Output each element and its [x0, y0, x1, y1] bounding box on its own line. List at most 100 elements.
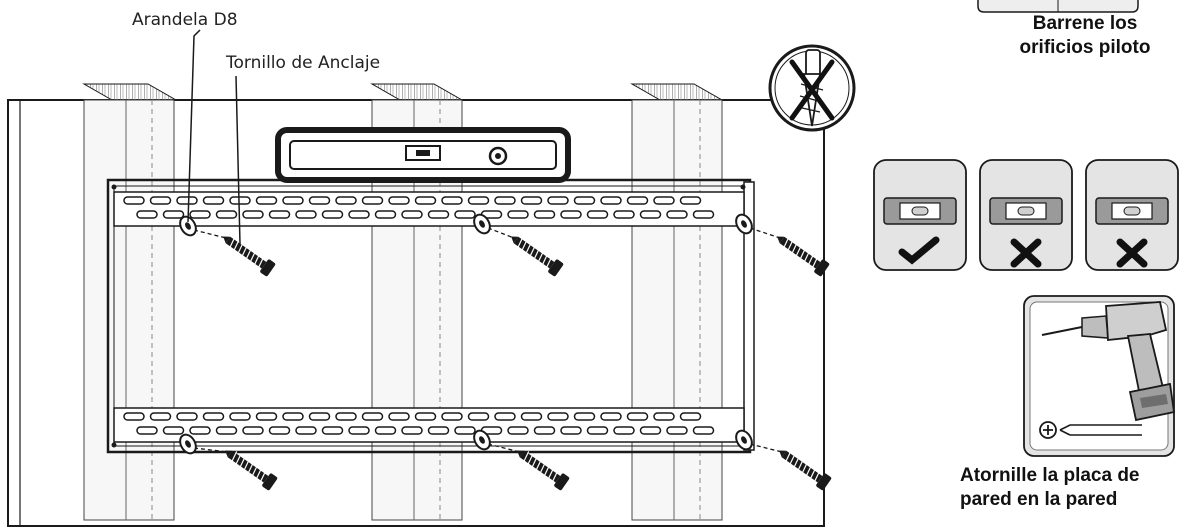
rail-slot — [308, 196, 331, 205]
check-icon — [898, 236, 940, 265]
rail-slot — [215, 426, 238, 435]
level-check-2 — [979, 159, 1073, 271]
anchor-screw-icon — [511, 236, 564, 277]
rail-slot — [573, 412, 596, 421]
rail-slot — [295, 210, 317, 219]
drill-icon — [1041, 301, 1176, 422]
anchor-screw-icon — [223, 236, 276, 277]
rail-slot — [679, 412, 702, 421]
rail-slot — [467, 412, 490, 421]
rail-slot — [454, 426, 476, 435]
anchor-screw-label: Tornillo de Anclaje — [226, 53, 381, 73]
rail-slot — [533, 426, 556, 435]
rail-slot — [162, 210, 185, 219]
rail-slot — [308, 412, 331, 421]
rail-slot — [149, 412, 172, 421]
rail-slot — [202, 412, 225, 421]
rail-slot — [666, 426, 688, 435]
rail-slot — [374, 426, 397, 435]
rail-slot — [335, 196, 357, 205]
rail-slot — [348, 210, 370, 219]
rail-slot — [215, 210, 238, 219]
rail-slot — [560, 210, 582, 219]
alignment-guide — [193, 229, 227, 239]
rail-slot — [692, 210, 715, 219]
rail-slot — [666, 210, 688, 219]
rail-slot — [494, 196, 516, 205]
rail-slot — [520, 196, 543, 205]
rail-slot — [427, 210, 450, 219]
alignment-guide — [749, 443, 783, 453]
rail-slot — [494, 412, 516, 421]
rail-slot — [295, 426, 317, 435]
top-rail-slots-upper — [123, 196, 702, 205]
rail-slot — [533, 210, 556, 219]
rail-slot — [401, 210, 423, 219]
wall-plate — [106, 178, 755, 454]
rail-slot — [613, 426, 635, 435]
rail-slot — [388, 196, 410, 205]
bottom-rail-slots-lower — [136, 426, 715, 435]
rail-slot — [123, 196, 145, 205]
cross-icon — [1116, 238, 1148, 268]
rail-slot — [560, 426, 582, 435]
rail-slot — [401, 426, 423, 435]
rail-slot — [242, 210, 264, 219]
rail-slot — [189, 426, 211, 435]
rail-slot — [268, 210, 291, 219]
screw-step-line2: pared en la pared — [960, 489, 1118, 510]
stud-left — [82, 83, 178, 521]
rail-slot — [692, 426, 715, 435]
rail-slot — [282, 196, 304, 205]
top-rail-slots-lower — [136, 210, 715, 219]
alignment-guide — [487, 443, 521, 453]
bottom-rail-slots-upper — [123, 412, 702, 421]
no-anchor-icon — [768, 44, 856, 132]
rail-slot — [229, 196, 251, 205]
pilot-hole-frame — [977, 0, 1139, 13]
rail-slot — [149, 196, 172, 205]
anchor-screw-icon — [779, 450, 832, 491]
level-check-1 — [873, 159, 967, 271]
direction-arrow-icon — [1059, 424, 1142, 436]
rail-slot — [653, 412, 675, 421]
level-check-panels — [873, 159, 1179, 271]
screw-step-caption: Atornille la placa de pared en la pared — [960, 464, 1180, 512]
rail-slot — [202, 196, 225, 205]
drill-step-line1: Barrene los — [1032, 13, 1138, 34]
rail-slot — [335, 412, 357, 421]
rail-slot — [586, 210, 609, 219]
alignment-guide — [487, 227, 515, 239]
rail-slot — [414, 412, 437, 421]
rail-slot — [388, 412, 410, 421]
rail-slot — [242, 426, 264, 435]
rail-slot — [547, 196, 569, 205]
rail-slot — [136, 426, 158, 435]
washer-icon — [735, 213, 753, 235]
rail-slot — [600, 196, 622, 205]
rail-slot — [229, 412, 251, 421]
drill-panel — [1023, 295, 1176, 457]
alignment-guide — [749, 227, 781, 239]
washer-icon — [179, 433, 197, 455]
rail-slot — [679, 196, 702, 205]
rail-slot — [348, 426, 370, 435]
hardware — [179, 213, 832, 491]
cross-icon — [1010, 238, 1042, 268]
rail-slot — [639, 210, 662, 219]
rail-slot — [653, 196, 675, 205]
rail-slot — [414, 196, 437, 205]
rail-slot — [427, 426, 450, 435]
rail-slot — [613, 210, 635, 219]
rail-slot — [441, 196, 463, 205]
stud-right — [630, 83, 724, 521]
rail-slot — [547, 412, 569, 421]
rail-slot — [321, 426, 344, 435]
rail-slot — [374, 210, 397, 219]
rail-slot — [586, 426, 609, 435]
rail-slot — [176, 412, 198, 421]
screw-step-line1: Atornille la placa de — [960, 465, 1140, 486]
rail-slot — [626, 196, 649, 205]
rail-slot — [441, 412, 463, 421]
